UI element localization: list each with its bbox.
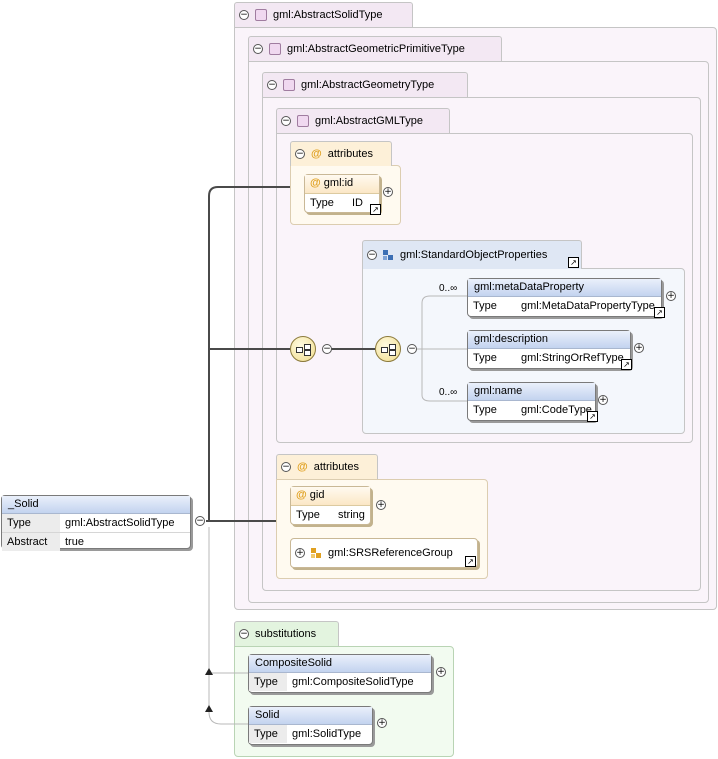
type-key: Type [2, 514, 60, 532]
collapse-icon[interactable]: − [295, 148, 305, 159]
attribute-gml-id[interactable]: @ gml:id Type ID [304, 174, 380, 213]
element-name: gml:metaDataProperty [468, 279, 661, 297]
attribute-gid[interactable]: @ gid Type string [290, 486, 371, 525]
expand-icon[interactable]: + [295, 547, 305, 558]
expand-icon[interactable]: + [436, 666, 446, 677]
attribute-icon: @ [296, 489, 307, 501]
element-name: gml:name [468, 383, 595, 401]
type-value: gml:SolidType [292, 728, 362, 740]
type-value: ID [352, 197, 363, 209]
substitutions-label: substitutions [255, 628, 317, 640]
expand-icon[interactable]: + [666, 290, 676, 301]
sequence-compositor-icon[interactable] [290, 336, 316, 362]
attribute-icon: @ [310, 177, 321, 189]
element-gml-name[interactable]: gml:name Type gml:CodeType [467, 382, 596, 421]
attribute-icon: @ [297, 461, 308, 473]
element-name: _Solid [2, 496, 190, 514]
expand-icon[interactable]: + [376, 499, 386, 510]
type-reference-icon[interactable]: ↗ [587, 411, 598, 422]
abstract-solid-type-label: gml:AbstractSolidType [273, 9, 383, 21]
element-solid[interactable]: Solid Type gml:SolidType [248, 706, 373, 745]
collapse-icon[interactable]: − [239, 628, 249, 639]
type-key: Type [296, 509, 320, 521]
group-reference-icon[interactable]: ↗ [568, 257, 579, 268]
type-reference-icon[interactable]: ↗ [621, 359, 632, 370]
complex-type-icon [297, 115, 309, 127]
group-icon [383, 249, 394, 261]
type-key: Type [473, 352, 497, 364]
complex-type-icon [283, 79, 295, 91]
type-value: string [338, 509, 365, 521]
type-key: Type [473, 404, 497, 416]
abstract-solid-type-tab[interactable]: − gml:AbstractSolidType [234, 2, 413, 27]
standard-object-properties-label: gml:StandardObjectProperties [400, 249, 548, 261]
type-value: gml:MetaDataPropertyType [521, 300, 655, 312]
abstract-geometry-type-tab[interactable]: − gml:AbstractGeometryType [262, 72, 468, 97]
attribute-name: gid [309, 489, 325, 501]
attributes-tab-gid[interactable]: − @ attributes [276, 454, 378, 479]
collapse-icon[interactable]: − [253, 43, 263, 54]
abstract-geometric-primitive-type-tab[interactable]: − gml:AbstractGeometricPrimitiveType [248, 36, 502, 61]
attribute-icon: @ [311, 148, 322, 160]
type-key: Type [249, 673, 287, 691]
type-reference-icon[interactable]: ↗ [654, 307, 665, 318]
srs-reference-group-label: gml:SRSReferenceGroup [328, 547, 453, 559]
substitutions-tab[interactable]: − substitutions [234, 621, 339, 646]
abstract-gml-type-tab[interactable]: − gml:AbstractGMLType [276, 108, 450, 133]
expand-icon[interactable]: + [377, 717, 387, 728]
collapse-icon[interactable]: − [195, 515, 205, 526]
type-value: gml:AbstractSolidType [65, 517, 175, 529]
collapse-icon[interactable]: − [239, 9, 249, 20]
srs-reference-group[interactable]: + gml:SRSReferenceGroup [290, 538, 478, 568]
type-key: Type [310, 197, 334, 209]
cardinality-label: 0..∞ [439, 283, 458, 294]
standard-object-properties-tab[interactable]: − gml:StandardObjectProperties [362, 240, 582, 269]
complex-type-icon [255, 9, 267, 21]
abstract-geometric-primitive-type-label: gml:AbstractGeometricPrimitiveType [287, 43, 465, 55]
attributes-label: attributes [327, 148, 373, 160]
expand-icon[interactable]: + [634, 342, 644, 353]
attribute-group-icon [311, 547, 322, 559]
collapse-icon[interactable]: − [267, 79, 277, 90]
element-solid-root[interactable]: _Solid Type gml:AbstractSolidType Abstrac… [1, 495, 191, 551]
sequence-compositor-icon[interactable] [375, 336, 401, 362]
element-name: CompositeSolid [249, 655, 431, 673]
group-reference-icon[interactable]: ↗ [465, 556, 476, 567]
abstract-gml-type-label: gml:AbstractGMLType [315, 115, 423, 127]
type-value: gml:CompositeSolidType [292, 676, 414, 688]
type-value: gml:StringOrRefType [521, 352, 624, 364]
type-key: Type [249, 725, 287, 743]
type-reference-icon[interactable]: ↗ [370, 204, 381, 215]
expand-icon[interactable]: + [598, 394, 608, 405]
collapse-icon[interactable]: − [367, 249, 377, 260]
attributes-label: attributes [313, 461, 359, 473]
collapse-icon[interactable]: − [322, 343, 332, 354]
type-key: Type [473, 300, 497, 312]
collapse-icon[interactable]: − [281, 461, 291, 472]
attribute-name: gml:id [323, 177, 354, 189]
type-value: gml:CodeType [521, 404, 592, 416]
abstract-geometry-type-label: gml:AbstractGeometryType [301, 79, 435, 91]
element-name: gml:description [468, 331, 630, 349]
attributes-tab-gml-id[interactable]: − @ attributes [290, 141, 392, 166]
abstract-key: Abstract [2, 533, 60, 551]
element-composite-solid[interactable]: CompositeSolid Type gml:CompositeSolidTyp… [248, 654, 432, 693]
expand-icon[interactable]: + [383, 186, 393, 197]
collapse-icon[interactable]: − [407, 343, 417, 354]
element-description[interactable]: gml:description Type gml:StringOrRefType [467, 330, 631, 369]
cardinality-label: 0..∞ [439, 387, 458, 398]
collapse-icon[interactable]: − [281, 115, 291, 126]
element-name: Solid [249, 707, 372, 725]
element-meta-data-property[interactable]: gml:metaDataProperty Type gml:MetaDataPro… [467, 278, 662, 317]
complex-type-icon [269, 43, 281, 55]
abstract-value: true [65, 536, 84, 548]
